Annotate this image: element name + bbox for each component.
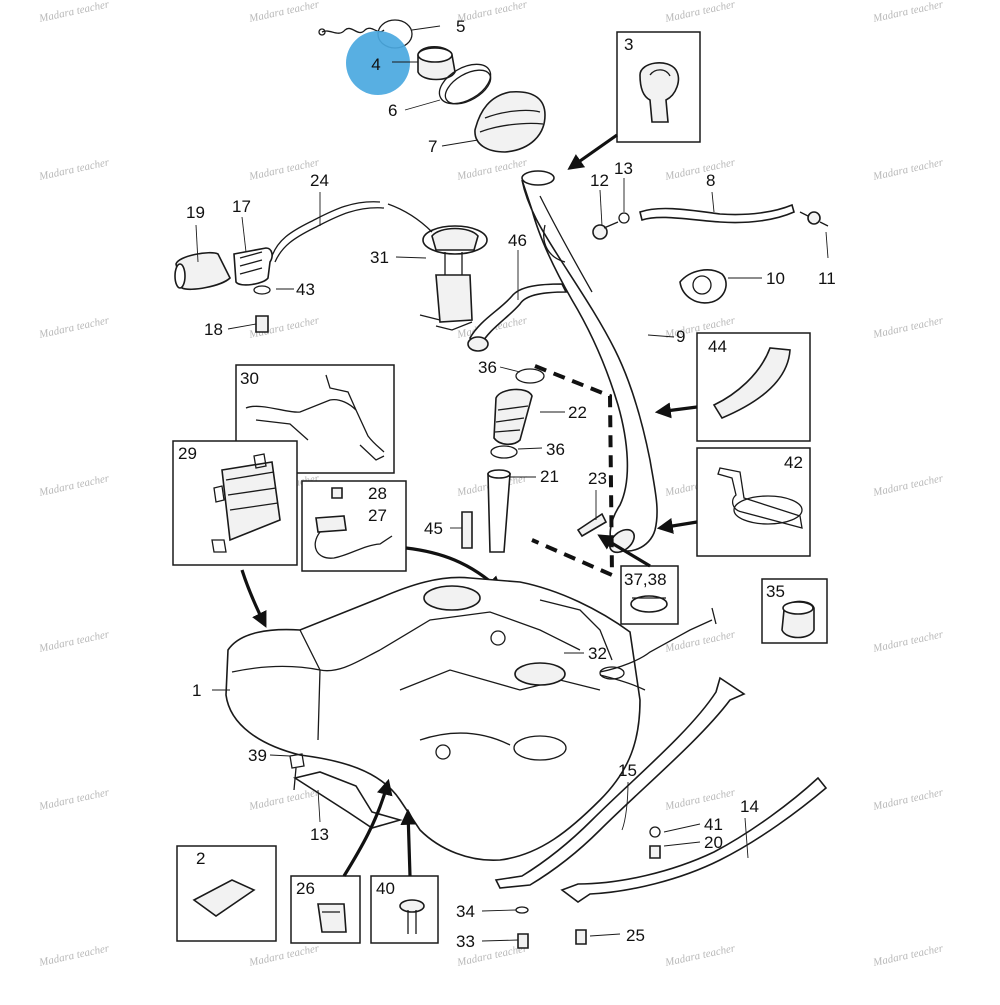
bottom-bolts <box>289 753 587 949</box>
callout-label-33: 33 <box>456 932 475 951</box>
callout-label-46: 46 <box>508 231 527 250</box>
watermark-text: Madara teacher <box>871 156 945 183</box>
watermark-text: Madara teacher <box>663 786 737 813</box>
callout-label-30: 30 <box>240 369 259 388</box>
watermark-text: Madara teacher <box>37 628 111 655</box>
callout-label-20: 20 <box>704 833 723 852</box>
detail-box-3 <box>567 31 701 170</box>
callout-label-37-38: 37,38 <box>624 570 667 589</box>
watermark-text: Madara teacher <box>871 628 945 655</box>
callout-labels: 1 2 3 5 6 7 8 9 10 11 12 13 13 14 15 17 … <box>178 17 836 951</box>
callout-label-11: 11 <box>818 269 836 288</box>
callout-label-2: 2 <box>196 849 205 868</box>
callout-label-6: 6 <box>388 101 397 120</box>
heat-shield <box>292 771 403 829</box>
callout-label-1: 1 <box>192 681 201 700</box>
watermark-text: Madara teacher <box>247 786 321 813</box>
detail-box-26 <box>290 778 393 944</box>
filler-pipe <box>521 170 658 554</box>
detail-box-44 <box>654 332 811 442</box>
watermark-text: Madara teacher <box>871 942 945 969</box>
callout-label-34: 34 <box>456 902 475 921</box>
watermark-text: Madara teacher <box>37 472 111 499</box>
detail-box-29 <box>172 440 298 628</box>
detail-box-40 <box>370 808 439 944</box>
callout-label-5: 5 <box>456 17 465 36</box>
callout-label-7: 7 <box>428 137 437 156</box>
callout-label-41: 41 <box>704 815 723 834</box>
callout-label-27: 27 <box>368 506 387 525</box>
callout-label-14: 14 <box>740 797 759 816</box>
callout-label-15: 15 <box>618 761 637 780</box>
detail-box-2 <box>176 845 277 942</box>
callout-label-21: 21 <box>540 467 559 486</box>
watermark-text: Madara teacher <box>37 156 111 183</box>
highlighted-callout-4[interactable]: 4 <box>346 31 418 95</box>
watermark-text: Madara teacher <box>455 0 529 25</box>
callout-label-36-bottom: 36 <box>546 440 565 459</box>
neck-hose-parts <box>461 368 608 553</box>
fuel-pump-unit <box>387 203 488 331</box>
tank-straps <box>494 676 828 903</box>
detail-box-37-38 <box>597 534 679 625</box>
watermark-text: Madara teacher <box>663 628 737 655</box>
watermark-text: Madara teacher <box>663 0 737 25</box>
callout-label-31: 31 <box>370 248 389 267</box>
watermark-text: Madara teacher <box>871 0 945 25</box>
callout-label-42: 42 <box>784 453 803 472</box>
callout-label-19: 19 <box>186 203 205 222</box>
callout-label-13-bottom: 13 <box>310 825 329 844</box>
detail-box-27-28 <box>301 480 503 593</box>
watermark-text: Madara teacher <box>37 0 111 25</box>
callout-label-4: 4 <box>371 55 380 74</box>
watermark-text: Madara teacher <box>663 942 737 969</box>
fuel-filter-assembly <box>174 201 385 333</box>
callout-label-10: 10 <box>766 269 785 288</box>
watermark-text: Madara teacher <box>247 0 321 25</box>
watermark-text: Madara teacher <box>663 156 737 183</box>
callout-label-8: 8 <box>706 171 715 190</box>
callout-label-44: 44 <box>708 337 727 356</box>
watermark-text: Madara teacher <box>37 786 111 813</box>
callout-label-17: 17 <box>232 197 251 216</box>
callout-label-43: 43 <box>296 280 315 299</box>
callout-label-24: 24 <box>310 171 329 190</box>
callout-label-25: 25 <box>626 926 645 945</box>
detail-box-35 <box>761 578 828 644</box>
callout-label-35: 35 <box>766 582 785 601</box>
vent-hose-and-bolts <box>592 203 829 304</box>
callout-label-28: 28 <box>368 484 387 503</box>
watermark-text: Madara teacher <box>455 156 529 183</box>
fuel-tank <box>225 576 717 861</box>
watermark-text: Madara teacher <box>871 472 945 499</box>
watermark-text: Madara teacher <box>871 314 945 341</box>
callout-label-9: 9 <box>676 327 685 346</box>
callout-label-29: 29 <box>178 444 197 463</box>
filler-cap-assembly <box>318 19 546 153</box>
callout-label-13-top: 13 <box>614 159 633 178</box>
watermark-text: Madara teacher <box>37 942 111 969</box>
leader-lines <box>195 178 829 942</box>
callout-label-39: 39 <box>248 746 267 765</box>
watermark-text: Madara teacher <box>247 942 321 969</box>
watermark-text: Madara teacher <box>37 314 111 341</box>
detail-box-42 <box>656 447 811 557</box>
zoom-dashed-box <box>531 364 615 579</box>
callout-label-22: 22 <box>568 403 587 422</box>
callout-label-40: 40 <box>376 879 395 898</box>
callout-label-18: 18 <box>204 320 223 339</box>
callout-label-23: 23 <box>588 469 607 488</box>
watermark-text: Madara teacher <box>871 786 945 813</box>
callout-label-12: 12 <box>590 171 609 190</box>
callout-label-36-top: 36 <box>478 358 497 377</box>
callout-label-32: 32 <box>588 644 607 663</box>
callout-label-45: 45 <box>424 519 443 538</box>
callout-label-26: 26 <box>296 879 315 898</box>
callout-label-3: 3 <box>624 35 633 54</box>
